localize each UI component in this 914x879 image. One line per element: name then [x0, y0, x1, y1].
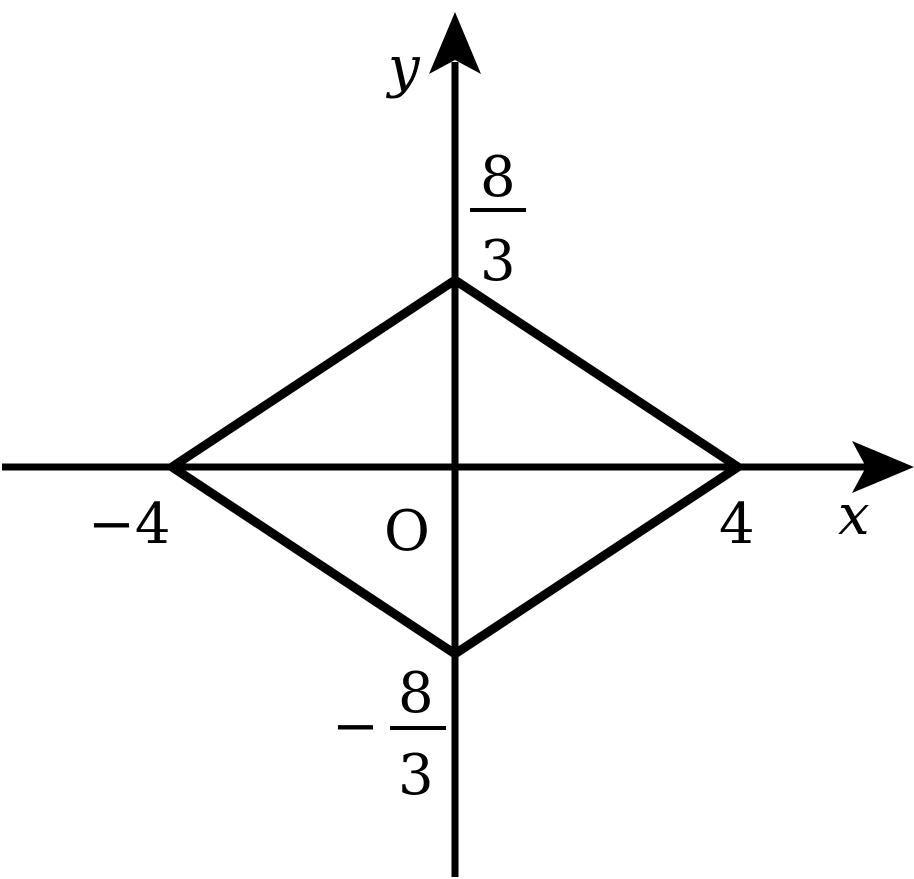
x-axis-arrowhead [852, 441, 914, 493]
y-axis-label: y [385, 35, 421, 100]
rhombus-shape [167, 275, 743, 659]
y-tick-negative-numerator: 8 [398, 661, 434, 726]
y-tick-positive-numerator: 8 [480, 145, 516, 210]
y-axis-arrowhead [429, 12, 481, 74]
x-axis-label: x [838, 483, 870, 548]
y-tick-negative-sign: − [332, 694, 379, 759]
y-tick-label-positive: 8 3 [470, 145, 526, 294]
y-tick-positive-denominator: 3 [480, 229, 516, 294]
origin-label: O [384, 499, 430, 564]
y-tick-label-negative: − 8 3 [332, 661, 446, 808]
x-tick-label-negative: −4 [88, 492, 171, 557]
y-tick-negative-denominator: 3 [398, 743, 434, 808]
x-tick-label-positive: 4 [719, 492, 755, 557]
